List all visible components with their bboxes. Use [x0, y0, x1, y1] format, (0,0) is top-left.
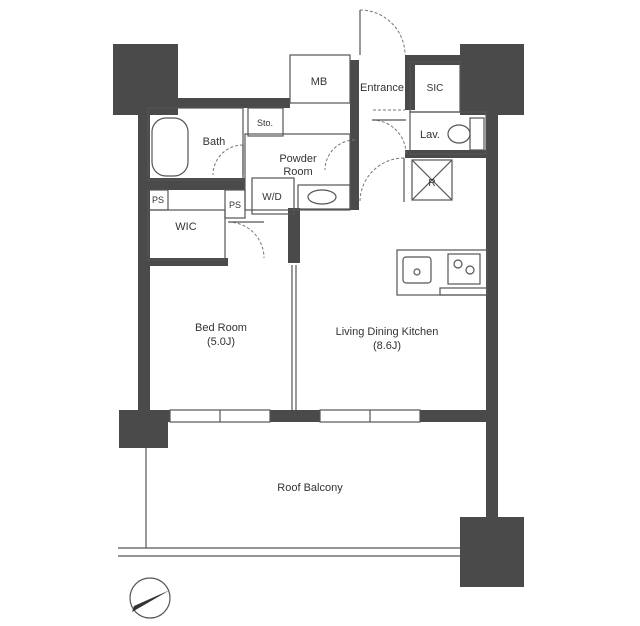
north-arrow-icon [129, 577, 171, 619]
room-label-roof-balcony: Roof Balcony [277, 482, 343, 494]
room-label-ps-left: PS [152, 195, 164, 205]
room-label-powder-1: Powder [279, 153, 317, 165]
room-label-refrigerator: R [428, 178, 435, 189]
powder-door-swing [324, 139, 356, 171]
room-label-bed-room: Bed Room [195, 322, 247, 334]
lav-door-swing [371, 119, 407, 155]
refrigerator-box [411, 159, 453, 201]
wall-top-right [405, 55, 463, 65]
powder-sink-counter [297, 184, 351, 210]
wall-wic-bottom [148, 258, 228, 266]
wall-mid-partition [288, 208, 300, 263]
toilet-tank [469, 117, 485, 151]
room-label-ps-right: PS [229, 200, 241, 210]
lav-room [409, 111, 487, 155]
wall-left [138, 110, 150, 415]
bath-door-swing [212, 144, 244, 176]
column-top-right [460, 44, 524, 115]
room-label-bed-room-size: (5.0J) [207, 336, 235, 348]
wall-top-left [175, 98, 290, 108]
room-label-mb: MB [311, 76, 328, 88]
stove-burner-1 [453, 259, 463, 269]
powder-sink-basin [307, 189, 337, 205]
powder-room [244, 133, 351, 211]
room-label-wic: WIC [175, 221, 196, 233]
kitchen-hood-bar [439, 287, 488, 296]
kitchen-sink-drain [413, 268, 421, 276]
room-label-ldk-size: (8.6J) [373, 340, 401, 352]
wall-balcony-right [486, 420, 498, 530]
wic-door-swing [227, 221, 265, 259]
wall-right [486, 110, 498, 420]
wic-room [147, 209, 226, 261]
north-arrow-pointer [132, 590, 170, 612]
stove-burner-icon [447, 253, 481, 285]
room-label-wd: W/D [262, 192, 281, 203]
room-label-powder-2: Room [283, 166, 312, 178]
ldk-door-swing [359, 157, 405, 203]
bath-room [147, 107, 244, 181]
mb-closet [289, 54, 351, 104]
room-label-sic: SIC [427, 83, 444, 94]
ps-box-right [224, 189, 246, 219]
room-label-lav: Lav. [420, 129, 440, 141]
column-top-left [113, 44, 178, 115]
kitchen-sink-icon [402, 256, 432, 284]
entrance-door-swing [359, 9, 406, 56]
wall-bath-bottom [148, 178, 245, 190]
refrigerator-diag-2 [411, 159, 453, 201]
room-label-bath: Bath [203, 136, 226, 148]
room-label-ldk: Living Dining Kitchen [336, 326, 439, 338]
toilet-icon [447, 124, 471, 144]
storage-box [247, 107, 284, 137]
room-label-entrance: Entrance [360, 82, 404, 94]
wall-entrance-side [350, 60, 359, 210]
wd-box [251, 177, 295, 215]
bathtub-icon [151, 117, 189, 177]
stove-burner-2 [465, 265, 475, 275]
room-label-sto: Sto. [257, 118, 273, 128]
